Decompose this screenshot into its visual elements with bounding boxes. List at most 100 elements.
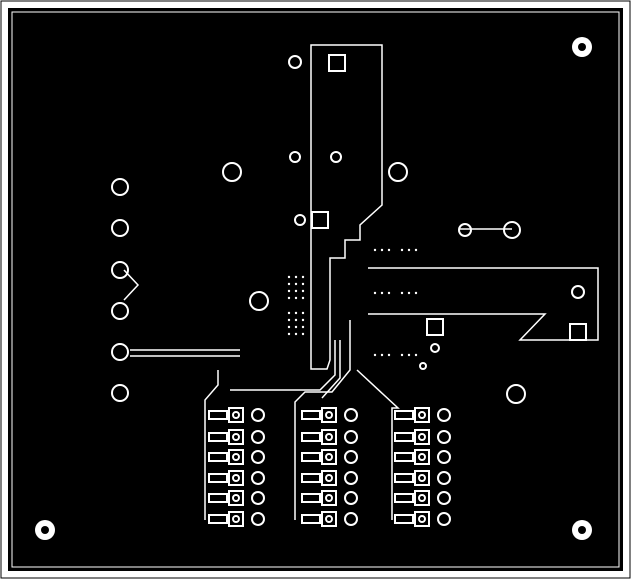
thermal-via [387,248,391,252]
thermal-via [294,296,298,300]
square-pad [228,470,244,486]
round-pad [344,430,358,444]
square-pad [311,211,329,229]
thermal-via [287,332,291,336]
via-pad [430,343,440,353]
smd-pad [394,493,414,503]
via-pad [506,384,526,404]
trace-mid [294,320,351,520]
trace-left-2 [230,340,336,391]
square-pad [321,490,337,506]
via-pad [419,362,427,370]
mounting-hole-drill [578,526,586,534]
via-pad [289,151,301,163]
pad-drill [325,411,333,419]
thermal-via [287,282,291,286]
square-pad [228,449,244,465]
square-pad [321,407,337,423]
via-pad [111,384,129,402]
thermal-via [301,296,305,300]
pad-drill [232,411,240,419]
smd-pad [208,514,228,524]
thermal-via [373,353,377,357]
via-pad [388,162,408,182]
smd-pad [301,432,321,442]
square-pad [414,470,430,486]
round-pad [251,471,265,485]
pad-drill [232,515,240,523]
via-pad [111,302,129,320]
trace-loop [123,269,140,301]
pad-drill [325,474,333,482]
round-pad [251,430,265,444]
square-pad [414,407,430,423]
smd-pad [394,473,414,483]
board-edge [11,11,620,568]
round-pad [437,450,451,464]
square-pad [228,407,244,423]
smd-pad [301,493,321,503]
via-pad [294,214,306,226]
pad-drill [418,494,426,502]
pad-drill [232,474,240,482]
thermal-via [373,248,377,252]
pad-drill [232,453,240,461]
board-area [8,8,623,571]
round-pad [437,491,451,505]
thermal-via [387,353,391,357]
via-pad [330,151,342,163]
smd-pad [301,514,321,524]
round-pad [437,512,451,526]
thermal-via [287,325,291,329]
thermal-via [400,353,404,357]
smd-pad [208,452,228,462]
thermal-via [407,248,411,252]
thermal-via [301,275,305,279]
pad-drill [325,453,333,461]
smd-pad [208,432,228,442]
round-pad [251,408,265,422]
smd-pad [208,493,228,503]
square-pad [321,470,337,486]
thermal-via [387,291,391,295]
thermal-via [380,291,384,295]
thermal-via [301,289,305,293]
thermal-via [373,291,377,295]
round-pad [251,450,265,464]
mounting-hole-drill [41,526,49,534]
copper-pour-top [310,44,383,370]
square-pad [228,490,244,506]
thermal-via [294,289,298,293]
smd-pad [301,410,321,420]
thermal-via [400,248,404,252]
smd-pad [394,410,414,420]
thermal-via [301,311,305,315]
square-pad [228,511,244,527]
smd-pad [394,514,414,524]
copper-pour-right [368,267,599,341]
pad-drill [418,411,426,419]
square-pad [228,429,244,445]
thermal-via [287,296,291,300]
thermal-via [301,325,305,329]
thermal-via [301,332,305,336]
pad-drill [325,433,333,441]
via-pad [249,291,269,311]
round-pad [344,512,358,526]
thermal-via [414,291,418,295]
thermal-via [294,311,298,315]
smd-pad [301,473,321,483]
square-pad [321,449,337,465]
smd-pad [208,410,228,420]
trace-mid-2 [321,340,341,399]
pad-drill [232,494,240,502]
round-pad [251,491,265,505]
pad-drill [418,453,426,461]
square-pad [414,429,430,445]
thermal-via [294,332,298,336]
thermal-via [380,248,384,252]
square-pad [426,318,444,336]
square-pad [414,490,430,506]
round-pad [344,471,358,485]
square-pad [321,511,337,527]
